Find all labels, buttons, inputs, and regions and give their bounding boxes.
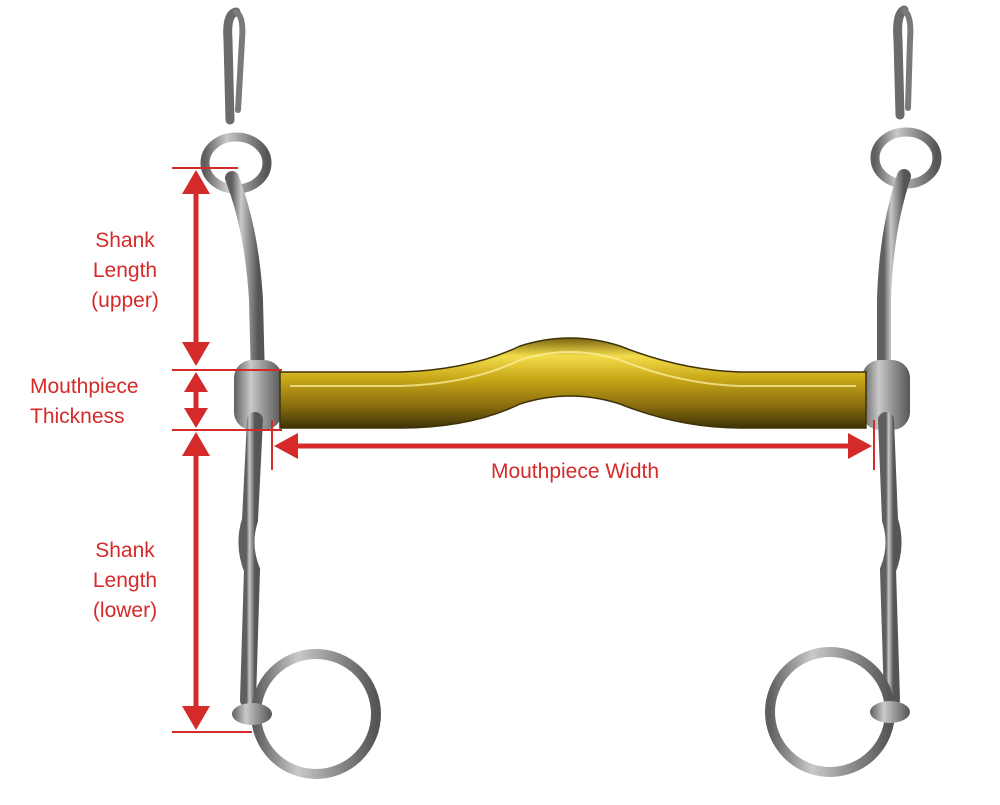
label-shank-upper-line3: (upper) bbox=[91, 289, 159, 312]
right-cheek-piece bbox=[765, 5, 942, 777]
label-shank-length-lower: Shank Length (lower) bbox=[70, 536, 180, 626]
label-shank-upper-line1: Shank bbox=[95, 229, 155, 252]
label-shank-lower-line3: (lower) bbox=[92, 599, 158, 622]
arrowhead-lower-top bbox=[182, 432, 210, 456]
label-thickness-line1: Mouthpiece bbox=[30, 375, 139, 398]
label-shank-lower-line2: Length bbox=[92, 569, 158, 592]
label-thickness-line2: Thickness bbox=[30, 405, 125, 428]
arrowhead-lower-bottom bbox=[182, 706, 210, 730]
label-mouthpiece-width: Mouthpiece Width bbox=[490, 460, 660, 483]
arrowhead-thickness-top bbox=[184, 372, 208, 392]
arrowhead-width-left bbox=[274, 433, 298, 459]
arrowhead-thickness-bottom bbox=[184, 408, 208, 428]
label-shank-length-upper: Shank Length (upper) bbox=[70, 226, 180, 316]
left-cheek-piece bbox=[200, 7, 381, 779]
arrowhead-upper-bottom bbox=[182, 342, 210, 366]
annotation-lines bbox=[172, 167, 875, 733]
dimension-arrows bbox=[193, 190, 852, 712]
label-shank-lower-line1: Shank bbox=[95, 539, 155, 562]
arrowhead-upper-top bbox=[182, 170, 210, 194]
mouthpiece bbox=[279, 337, 867, 429]
label-shank-upper-line2: Length bbox=[92, 259, 158, 282]
arrowhead-width-right bbox=[848, 433, 872, 459]
arrow-heads bbox=[182, 170, 872, 730]
label-mouthpiece-thickness: Mouthpiece Thickness bbox=[30, 372, 170, 432]
